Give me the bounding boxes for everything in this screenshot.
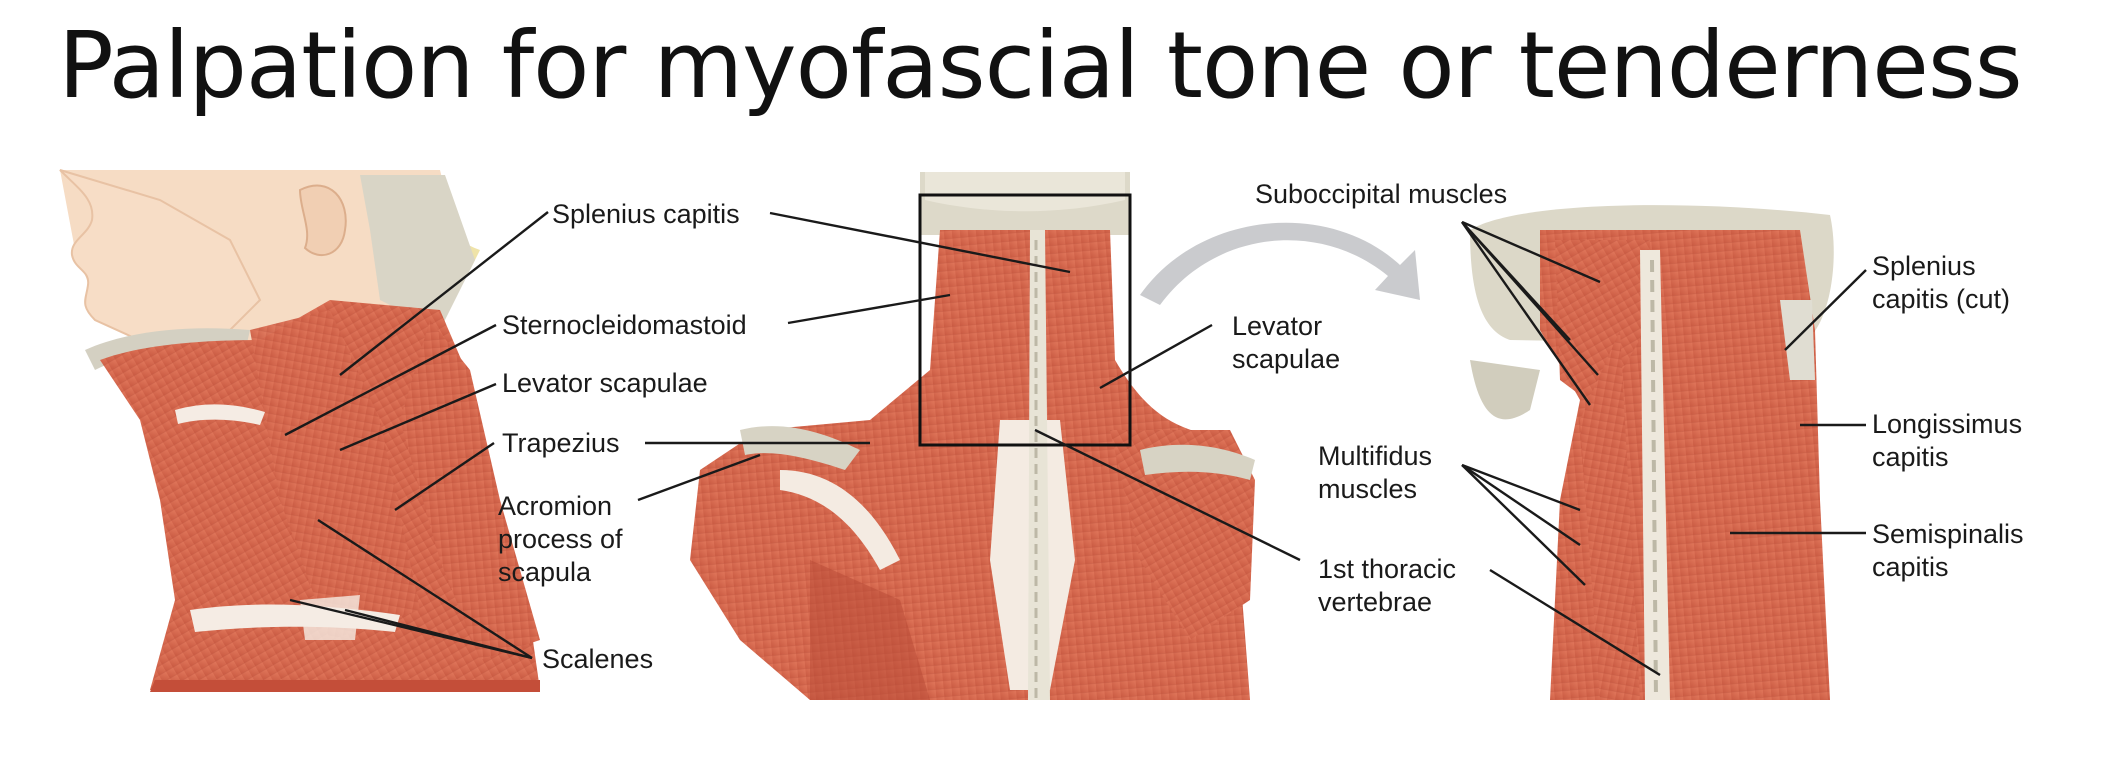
acromion-left: [740, 426, 860, 470]
label-semispinalis-capitis: Semispinalis capitis: [1872, 518, 2024, 584]
acromion-right: [1140, 444, 1255, 480]
page-title: Palpation for myofascial tone or tendern…: [58, 12, 2022, 119]
trapezius-lateral: [400, 320, 540, 660]
label-semispinalis-line1: Semispinalis: [1872, 519, 2024, 549]
suboccipital-muscles: [1555, 240, 1650, 410]
label-longissimus-capitis: Longissimus capitis: [1872, 408, 2022, 474]
inset-box: [918, 193, 1132, 447]
label-thoracic-line2: vertebrae: [1318, 587, 1433, 617]
zoom-arrow: [1140, 222, 1420, 305]
vertebral-column: [1640, 250, 1670, 700]
label-1st-thoracic-vertebrae: 1st thoracic vertebrae: [1318, 553, 1456, 619]
label-acromion: Acromion process of scapula: [498, 490, 623, 589]
leader-lines: [284, 211, 1867, 677]
label-multifidus-line1: Multifidus: [1318, 441, 1433, 471]
label-semispinalis-line2: capitis: [1872, 552, 1949, 582]
ear: [298, 184, 347, 257]
label-acromion-line3: scapula: [498, 557, 592, 587]
label-sternocleidomastoid: Sternocleidomastoid: [502, 310, 747, 340]
right-shoulder: [1110, 430, 1255, 640]
label-scalenes: Scalenes: [542, 644, 654, 674]
deep-neck-figure: [1470, 205, 1834, 701]
label-levator-mid-line2: scapulae: [1232, 344, 1341, 374]
label-acromion-line1: Acromion: [498, 491, 613, 521]
label-acromion-line2: process of: [498, 524, 623, 554]
label-multifidus-muscles: Multifidus muscles: [1318, 440, 1432, 506]
label-longissimus-line1: Longissimus: [1872, 409, 2023, 439]
label-splenius-capitis-cut: Splenius capitis (cut): [1872, 250, 2010, 316]
label-levator-scapulae-mid: Levator scapulae: [1232, 310, 1340, 376]
occiput-skin: [925, 172, 1125, 212]
lateral-neck-figure: [59, 169, 540, 692]
spine: [1028, 230, 1050, 700]
label-longissimus-line2: capitis: [1872, 442, 1949, 472]
label-thoracic-line1: 1st thoracic: [1318, 554, 1457, 584]
label-splenius-capitis: Splenius capitis: [552, 199, 740, 229]
posterior-back-figure: [690, 172, 1255, 700]
label-multifidus-line2: muscles: [1318, 474, 1418, 504]
label-levator-scapulae-left: Levator scapulae: [502, 368, 708, 398]
label-splenius-cut-line2: capitis (cut): [1872, 284, 2011, 314]
label-levator-mid-line1: Levator: [1232, 311, 1323, 341]
label-suboccipital-muscles: Suboccipital muscles: [1255, 179, 1508, 209]
label-trapezius: Trapezius: [502, 428, 620, 458]
face-profile: [59, 169, 262, 347]
label-splenius-cut-line1: Splenius: [1872, 251, 1976, 281]
